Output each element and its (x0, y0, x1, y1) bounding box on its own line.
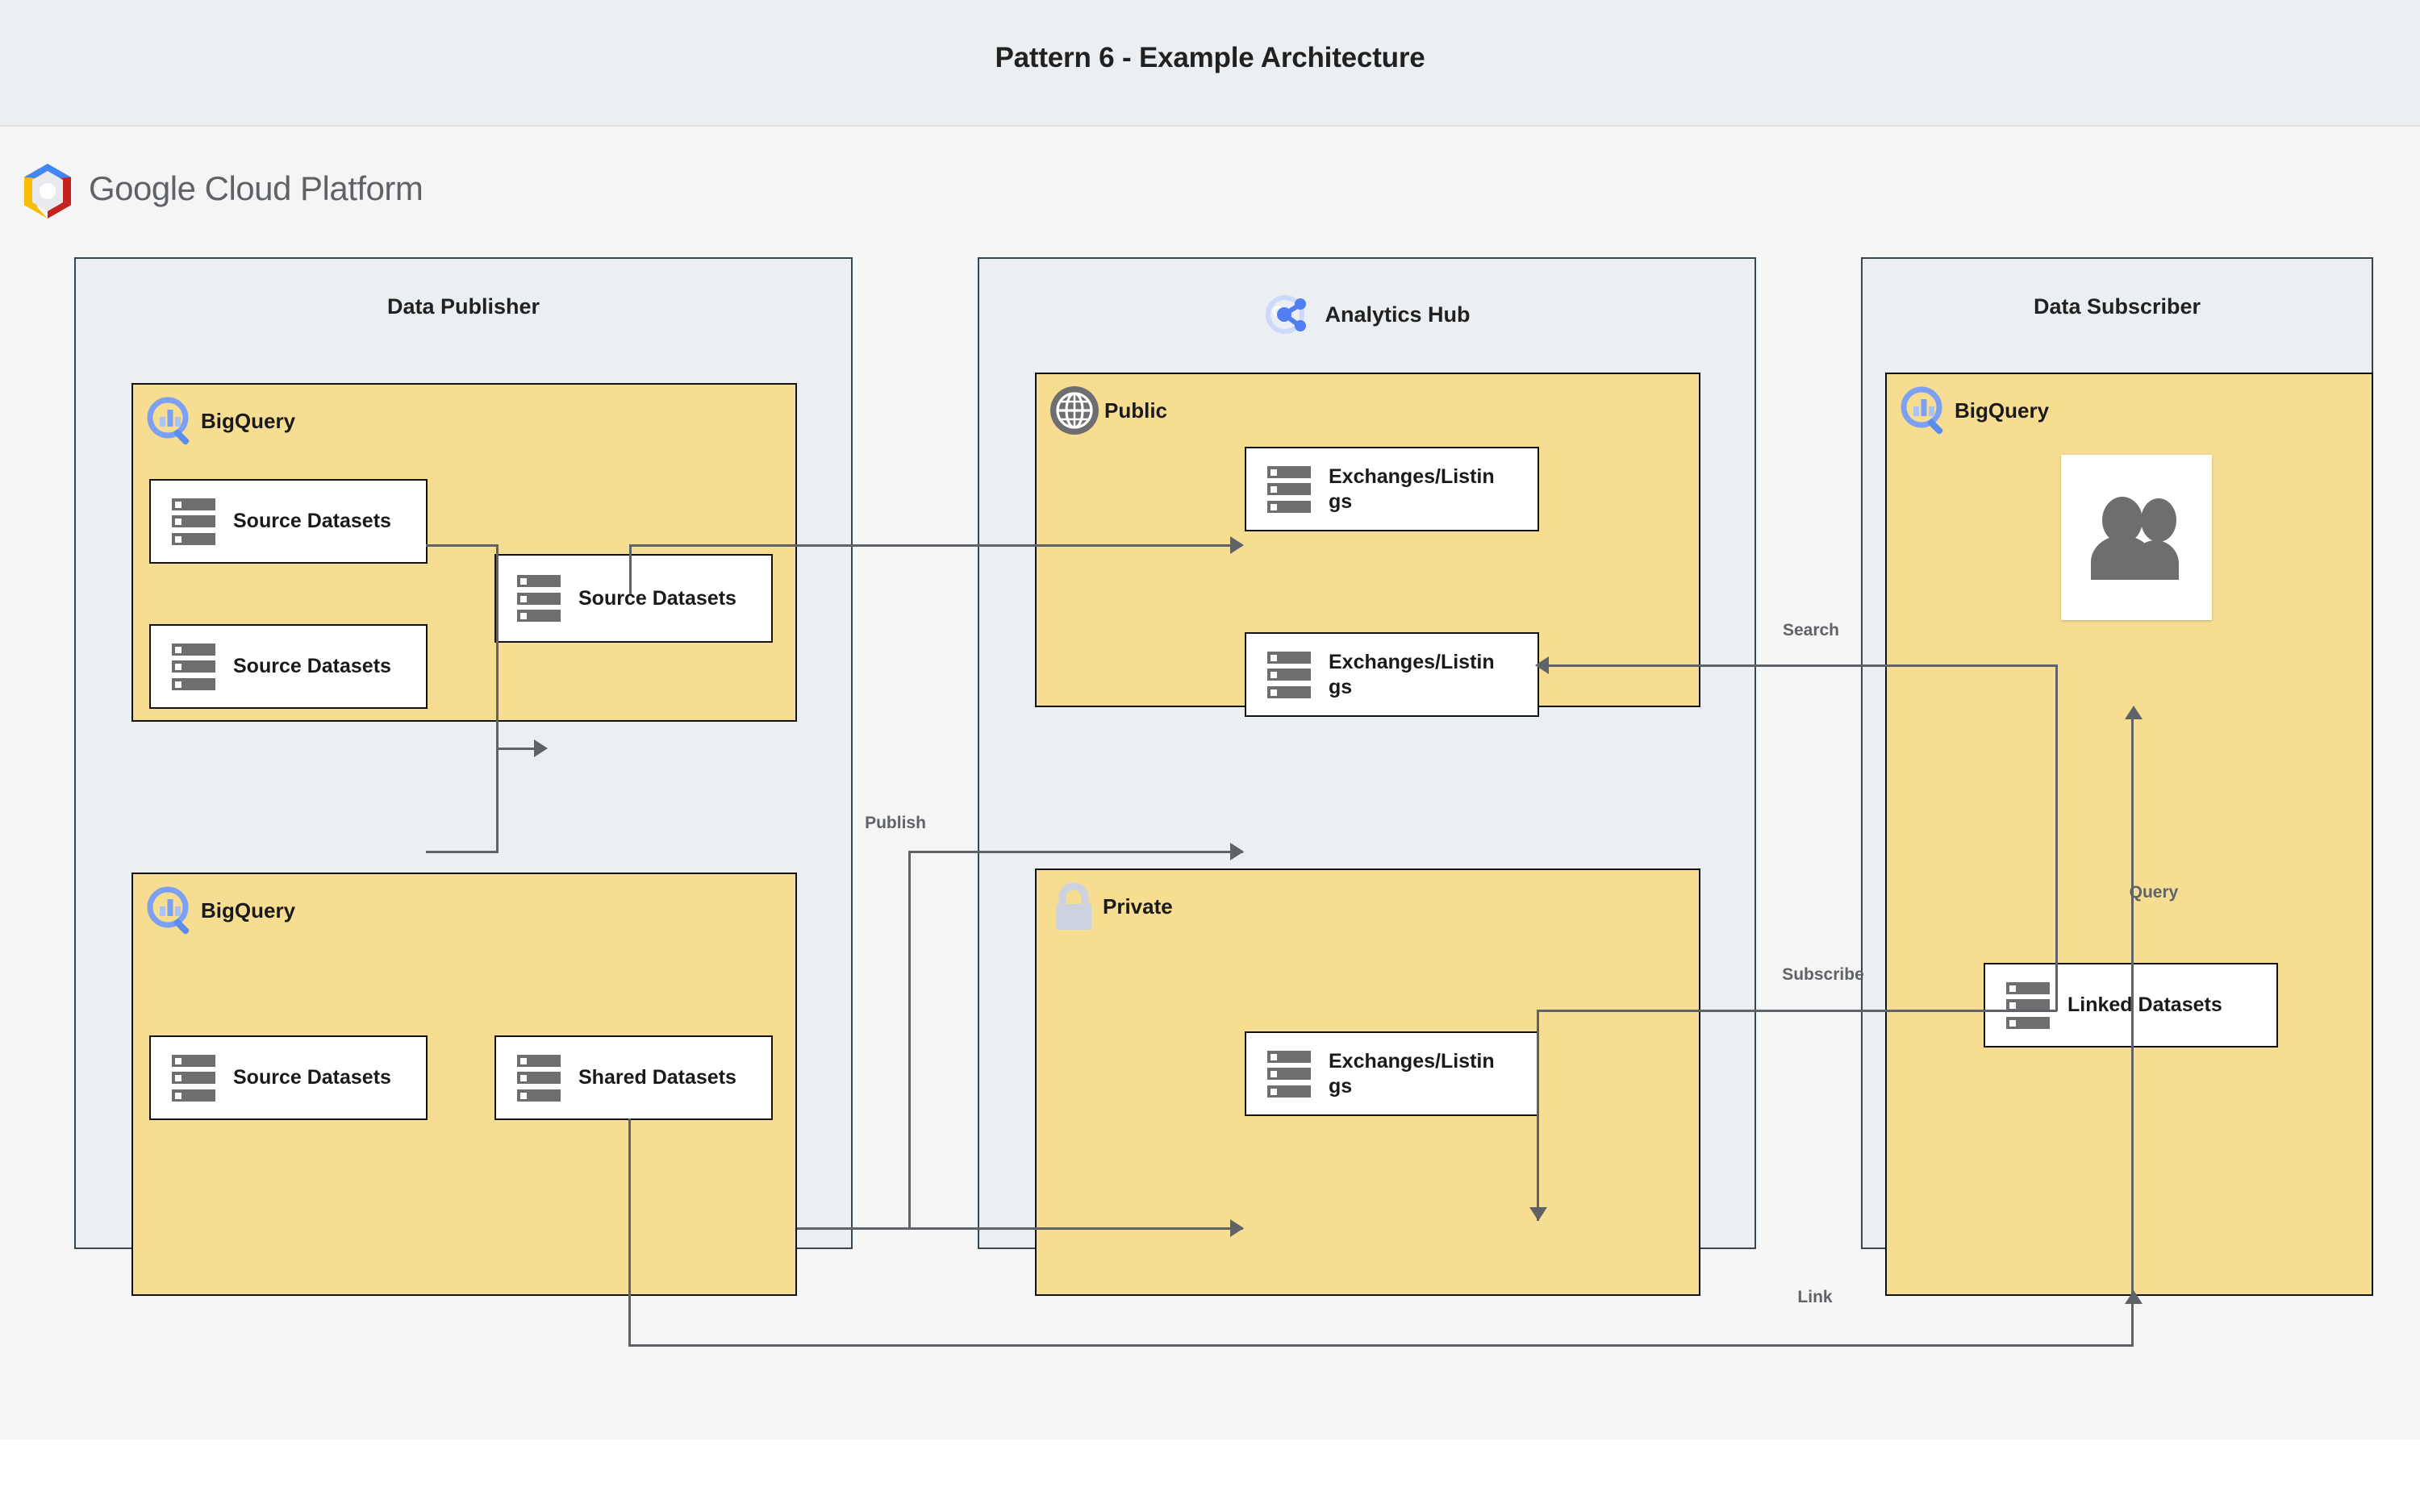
dataset-icon (517, 575, 561, 622)
arrow-into-private-listing (1230, 1219, 1244, 1237)
connector-merged-in-h (496, 748, 536, 750)
bigquery-icon (147, 397, 190, 445)
connector-source2-to-merged-h (426, 851, 499, 853)
connector-label-link: Link (1797, 1288, 1833, 1306)
group-header: Public (1049, 385, 1167, 435)
connector-publish-to-listing2-h (908, 851, 1243, 853)
connector-subscribe-v-hub (1537, 1011, 1539, 1221)
node-label: Exchanges/Listings (1329, 651, 1495, 698)
connector-merged-to-public-listing-h (629, 544, 1242, 547)
node-label: Linked Datasets (2067, 993, 2222, 1017)
node-label: Exchanges/Listings (1329, 465, 1495, 513)
group-header: Private (1049, 881, 1173, 931)
dataset-icon (172, 643, 215, 690)
group-publisher-bigquery-bottom: BigQuery Source Datasets Shared Datasets (131, 873, 797, 1296)
arrow-subscribe-into-private-listing (1529, 1207, 1547, 1221)
connector-label-subscribe: Subscribe (1782, 965, 1864, 984)
group-header: BigQuery (146, 885, 295, 935)
arrow-query-into-users (2125, 706, 2143, 719)
connector-label-search: Search (1782, 621, 1840, 639)
arrow-search-into-public-listing (1535, 656, 1549, 674)
dataset-icon (172, 1054, 215, 1102)
group-label: Public (1104, 398, 1168, 423)
arrow-into-public-listing-1 (1230, 536, 1244, 554)
node-label: Source Datasets (233, 655, 391, 678)
node-exchanges-listings-public-2[interactable]: Exchanges/Listings (1245, 632, 1539, 717)
node-source-datasets-2[interactable]: Source Datasets (149, 624, 428, 709)
connector-search-v (2055, 664, 2058, 1011)
users-icon (2091, 497, 2179, 580)
connector-search-h (1541, 664, 2057, 667)
group-hub-private: Private Exchanges/Listings (1035, 868, 1700, 1296)
node-label: Source Datasets (233, 510, 391, 533)
group-label: BigQuery (201, 898, 296, 923)
gcp-wordmark: Google Cloud Platform (89, 169, 424, 208)
zone-title-data-publisher: Data Publisher (386, 294, 540, 319)
arrow-into-merged-datasets (534, 739, 548, 757)
node-exchanges-listings-private[interactable]: Exchanges/Listings (1245, 1031, 1539, 1116)
group-header: BigQuery (146, 396, 295, 446)
globe-icon (1050, 386, 1099, 435)
node-source-datasets-1[interactable]: Source Datasets (149, 479, 428, 564)
connector-source2-to-merged-v (496, 748, 499, 852)
node-label: Shared Datasets (578, 1066, 736, 1089)
group-publisher-bigquery-top: BigQuery Source Datasets Source Datasets… (131, 383, 797, 722)
zone-title-data-subscriber: Data Subscriber (2033, 294, 2201, 319)
zone-label: Analytics Hub (1325, 302, 1471, 327)
connector-shared-to-private-listing-h (797, 1227, 1243, 1230)
google-cloud-platform-logo: Google Cloud Platform (21, 155, 473, 227)
node-label: Source Datasets (233, 1066, 391, 1089)
node-label: Exchanges/Listings (1329, 1050, 1495, 1098)
group-hub-public: Public Exchanges/Listings Exchanges/List… (1035, 373, 1700, 717)
connector-merged-up-v (629, 544, 632, 594)
dataset-icon (1267, 465, 1311, 513)
group-subscriber-bigquery: BigQuery Linked Datasets (1885, 373, 2373, 1296)
gcp-wordmark-google: Google (89, 169, 196, 207)
connector-link-v-publisher (628, 1118, 631, 1347)
arrow-into-public-listing-2 (1230, 843, 1244, 860)
connector-query-v (2131, 714, 2134, 1313)
lock-icon (1056, 882, 1091, 930)
bigquery-icon (1901, 386, 1943, 435)
dataset-icon (2006, 981, 2050, 1029)
group-label: BigQuery (1955, 398, 2050, 423)
connector-publish-v (908, 852, 911, 1227)
node-subscriber-users[interactable] (2061, 455, 2212, 620)
node-linked-datasets[interactable]: Linked Datasets (1984, 963, 2278, 1048)
node-exchanges-listings-public-1[interactable]: Exchanges/Listings (1245, 447, 1539, 531)
node-label: Source Datasets (578, 586, 736, 610)
gcp-canvas: Google Cloud Platform Data Publisher Big… (0, 125, 2420, 1439)
connector-subscribe-h (1537, 1010, 2057, 1012)
dataset-icon (172, 498, 215, 545)
gcp-hexagon-icon (24, 164, 71, 219)
dataset-icon (517, 1054, 561, 1102)
bigquery-icon (147, 886, 190, 935)
analytics-hub-share-icon (1266, 295, 1307, 334)
arrow-link-into-linked-datasets (2125, 1290, 2143, 1304)
gcp-wordmark-rest: Cloud Platform (195, 169, 424, 207)
connector-link-h (628, 1344, 2134, 1347)
group-label: BigQuery (201, 408, 296, 433)
node-source-datasets-merged[interactable]: Source Datasets (494, 554, 773, 643)
group-label: Private (1103, 893, 1173, 918)
dataset-icon (1267, 651, 1311, 698)
connector-label-publish: Publish (865, 814, 926, 832)
node-source-datasets-3[interactable]: Source Datasets (149, 1035, 428, 1120)
page-title: Pattern 6 - Example Architecture (995, 42, 1425, 73)
connector-source1-to-merged-h (426, 544, 499, 547)
connector-label-query: Query (2129, 883, 2179, 902)
node-shared-datasets[interactable]: Shared Datasets (494, 1035, 773, 1120)
dataset-icon (1267, 1050, 1311, 1098)
connector-link-v-subscriber (2131, 1300, 2134, 1346)
group-header: BigQuery (1900, 385, 2049, 435)
zone-title-analytics-hub: Analytics Hub (979, 289, 1754, 339)
title-band: Pattern 6 - Example Architecture (0, 0, 2420, 125)
connector-source1-to-merged-v (496, 544, 499, 750)
